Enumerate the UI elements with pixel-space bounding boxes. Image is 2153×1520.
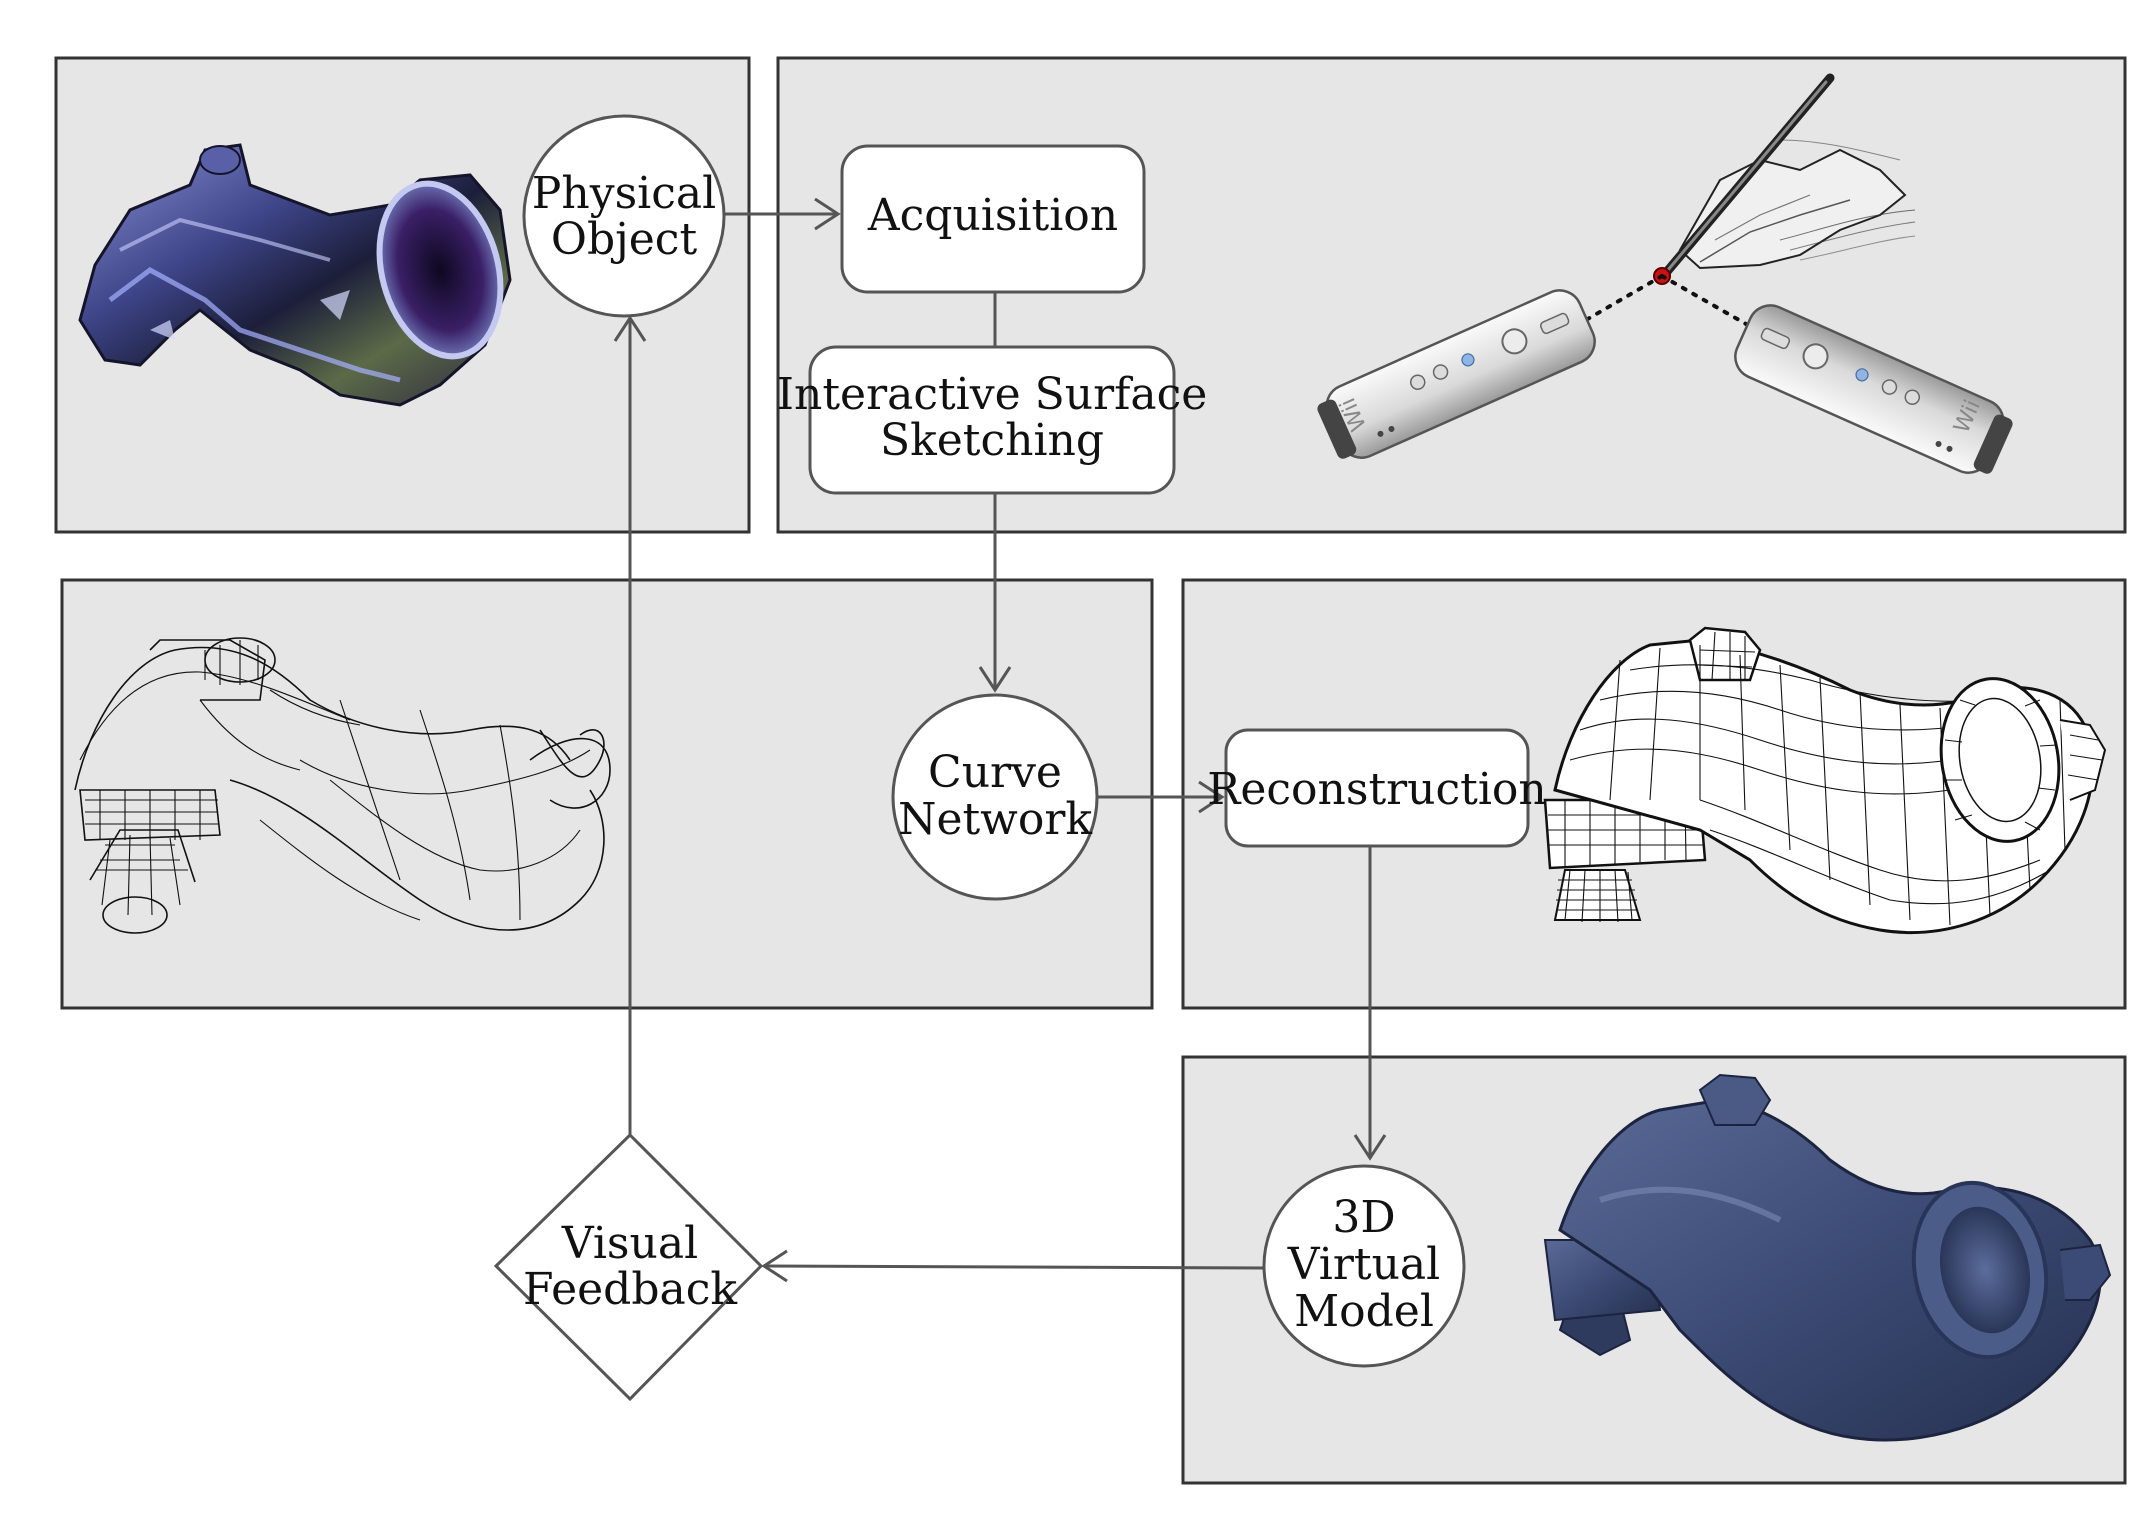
node-curve-network-line2: Network [898,794,1092,845]
node-sketching: Interactive Surface Sketching [777,345,1208,495]
node-virtual-model-line3: Model [1294,1286,1434,1337]
node-virtual-model-line1: 3D [1332,1192,1395,1243]
node-physical-object: Physical Object [522,114,726,318]
edges [613,197,1387,1283]
node-sketching-line1: Interactive Surface [777,369,1208,420]
node-curve-network: Curve Network [891,693,1099,901]
node-physical-object-line2: Object [551,214,698,265]
node-visual-feedback-line1: Visual [561,1218,698,1269]
node-visual-feedback: Visual Feedback [493,1132,764,1402]
scanned-object-illustration [78,143,512,407]
node-acquisition: Acquisition [840,144,1146,294]
node-reconstruction: Reconstruction [1207,728,1547,848]
curve-network-wireframe [74,637,611,934]
node-curve-network-line1: Curve [928,747,1062,798]
remote-controller-right: Wii [1734,304,2013,474]
virtual-model-render [1543,1073,2112,1442]
node-physical-object-line1: Physical [532,168,716,219]
node-acquisition-label: Acquisition [867,190,1118,241]
node-sketching-line2: Sketching [880,415,1104,466]
edge-virtual-model-to-feedback [763,1264,1265,1270]
node-virtual-model-line2: Virtual [1287,1239,1440,1290]
node-reconstruction-label: Reconstruction [1207,764,1547,815]
node-virtual-model: 3D Virtual Model [1262,1164,1466,1368]
node-visual-feedback-line2: Feedback [523,1264,737,1315]
sketching-hand-illustration [1558,73,1916,337]
remote-controller-left: Wii [1317,289,1596,459]
reconstructed-mesh-wireframe [1543,626,2107,934]
